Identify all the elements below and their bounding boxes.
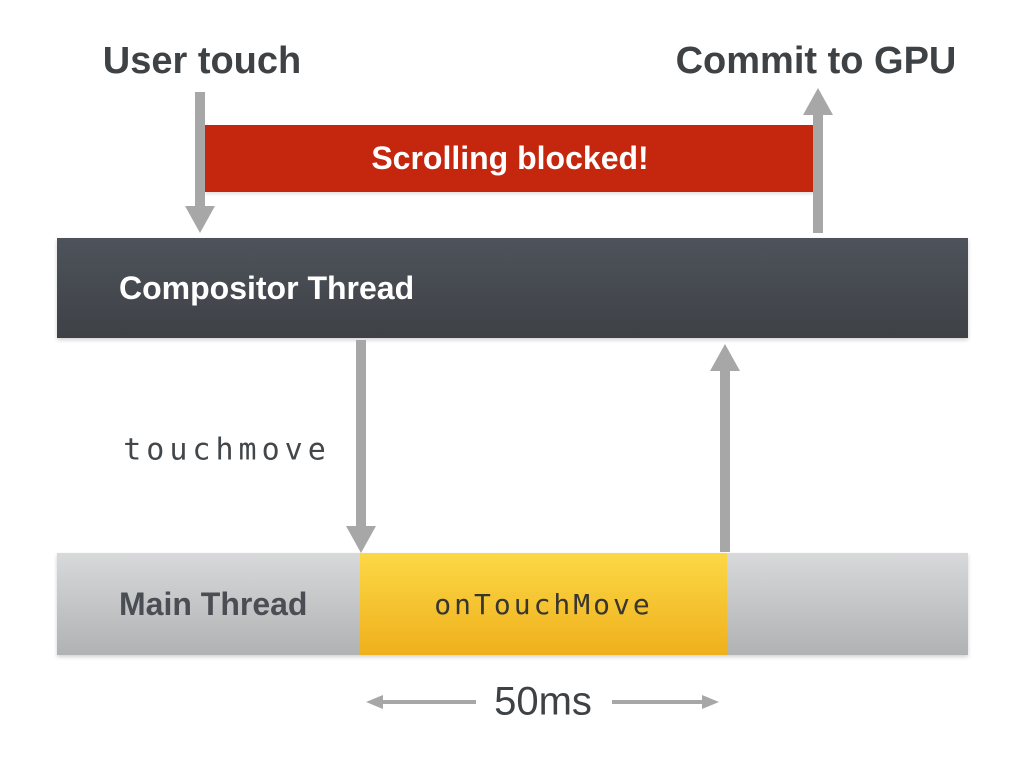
compositor-thread-bar: Compositor Thread: [57, 238, 968, 338]
user-touch-down-arrow-icon: [185, 92, 215, 233]
compositor-thread-label: Compositor Thread: [119, 269, 415, 306]
duration-left-arrow-icon: [366, 695, 476, 709]
user-touch-label: User touch: [102, 40, 302, 82]
ontouchmove-task-block: onTouchMove: [360, 553, 727, 655]
touchmove-label: touchmove: [123, 432, 331, 468]
commit-to-gpu-up-arrow-icon: [803, 88, 833, 233]
ontouchmove-label: onTouchMove: [434, 587, 653, 621]
duration-label: 50ms: [494, 679, 592, 724]
duration-right-arrow-icon: [612, 695, 719, 709]
main-thread-label: Main Thread: [119, 585, 308, 622]
scrolling-blocked-label: Scrolling blocked!: [371, 140, 649, 176]
touchmove-down-arrow-icon: [346, 340, 376, 553]
scrolling-blocked-banner: Scrolling blocked!: [205, 125, 815, 192]
commit-to-gpu-label: Commit to GPU: [675, 40, 957, 82]
main-to-compositor-up-arrow-icon: [710, 344, 740, 552]
